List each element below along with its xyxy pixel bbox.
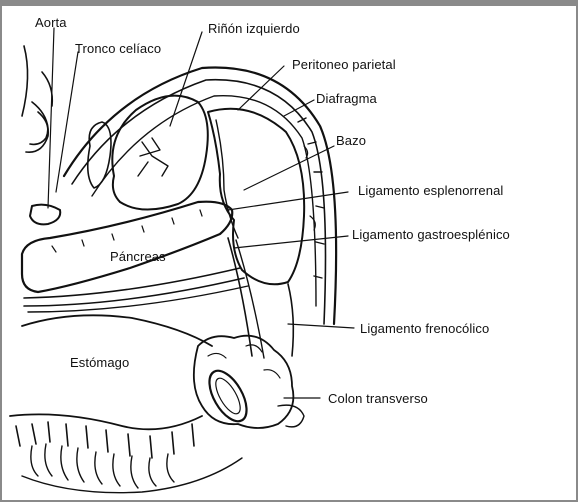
pancreas-shape bbox=[22, 202, 232, 292]
label-estomago: Estómago bbox=[70, 356, 129, 369]
label-aorta: Aorta bbox=[35, 16, 67, 29]
label-bazo: Bazo bbox=[336, 134, 366, 147]
label-colon-transverso: Colon transverso bbox=[328, 392, 428, 405]
leader-ligamento-frenocolico bbox=[288, 324, 354, 328]
leader-aorta bbox=[48, 28, 54, 208]
label-ligamento-esplenorrenal: Ligamento esplenorrenal bbox=[358, 184, 503, 197]
transverse-colon bbox=[194, 336, 304, 428]
stomach-shape bbox=[10, 315, 242, 492]
leader-ligamento-esplenorrenal bbox=[228, 192, 348, 210]
label-diafragma: Diafragma bbox=[316, 92, 377, 105]
leader-ligamento-gastroesplenico bbox=[234, 236, 348, 248]
aorta-region bbox=[22, 46, 60, 224]
label-ligamento-frenocolico: Ligamento frenocólico bbox=[360, 322, 489, 335]
anatomy-drawing bbox=[2, 6, 578, 502]
spleen bbox=[208, 109, 304, 285]
label-peritoneo-parietal: Peritoneo parietal bbox=[292, 58, 396, 71]
left-kidney bbox=[88, 96, 208, 210]
peritoneal-layers bbox=[24, 268, 248, 312]
label-pancreas: Páncreas bbox=[110, 250, 166, 263]
label-rinon-izquierdo: Riñón izquierdo bbox=[208, 22, 300, 35]
label-tronco-celiaco: Tronco celíaco bbox=[75, 42, 161, 55]
gastrosplenic-ligament bbox=[228, 238, 293, 358]
label-ligamento-gastroesplenico: Ligamento gastroesplénico bbox=[352, 228, 510, 241]
